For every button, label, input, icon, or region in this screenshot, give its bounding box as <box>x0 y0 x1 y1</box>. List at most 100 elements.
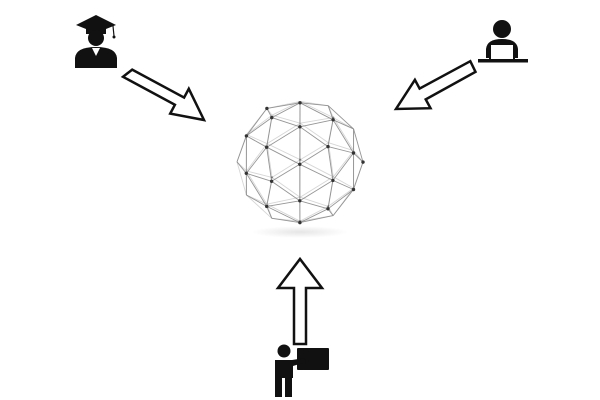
presenter-icon <box>275 344 329 397</box>
mesh-edge <box>246 143 268 172</box>
mesh-edge <box>266 146 301 165</box>
mesh-node <box>270 176 274 179</box>
graduate-student-icon <box>75 15 117 68</box>
mesh-node <box>331 178 335 183</box>
mesh-edge <box>246 172 272 182</box>
mesh-node <box>265 145 269 149</box>
mesh-edge <box>353 161 364 189</box>
mesh-edge <box>266 115 273 144</box>
mesh-edge <box>236 161 247 174</box>
mesh-edge <box>236 134 247 163</box>
mesh-edge <box>236 161 247 196</box>
mesh-edge <box>266 126 301 148</box>
mesh-edge <box>246 117 273 137</box>
mesh-node <box>299 158 302 161</box>
mesh-edge <box>271 163 301 182</box>
mesh-edge <box>353 150 364 163</box>
mesh-edge <box>332 119 354 154</box>
mesh-edge <box>266 206 273 219</box>
laptop-user-icon <box>478 20 528 63</box>
mesh-edge <box>300 100 329 107</box>
mesh-node <box>269 179 274 183</box>
mesh-edge <box>266 203 301 222</box>
mesh-edge <box>299 176 334 198</box>
mesh-edge <box>299 102 334 121</box>
mesh-edge <box>271 114 301 124</box>
mesh-edge <box>266 108 273 118</box>
mesh-node <box>332 116 335 119</box>
mesh-edge <box>299 180 334 202</box>
mesh-edge <box>266 102 301 109</box>
mesh-edge <box>266 200 300 207</box>
mesh-edge <box>236 135 247 163</box>
mesh-edge <box>245 173 268 207</box>
mesh-edge <box>332 119 354 130</box>
mesh-edge <box>246 114 273 135</box>
mesh-node <box>327 205 330 208</box>
arrow-laptop-user-to-hub <box>393 59 478 111</box>
mesh-edge <box>246 134 268 145</box>
mesh-edge <box>300 117 334 124</box>
mesh-edge <box>246 170 268 205</box>
mesh-edge <box>328 142 354 152</box>
mesh-edge <box>236 161 247 172</box>
mesh-edge <box>299 196 329 207</box>
mesh-node <box>265 106 269 111</box>
mesh-edge <box>353 152 364 163</box>
mesh-node <box>298 220 302 223</box>
mesh-edge <box>299 146 329 165</box>
mesh-edge <box>271 117 301 128</box>
mesh-edge <box>271 159 301 178</box>
globe-shadow <box>252 226 348 238</box>
mesh-edge <box>332 152 354 181</box>
mesh-node <box>361 160 365 164</box>
mesh-edge <box>246 108 268 137</box>
arrow-presenter-to-hub <box>275 256 325 346</box>
mesh-edge <box>299 215 334 224</box>
mesh-edge <box>246 170 273 178</box>
mesh-node <box>298 162 302 166</box>
mesh-edge <box>246 194 268 205</box>
mesh-edge <box>299 159 334 178</box>
mesh-node <box>326 207 330 211</box>
mesh-node <box>244 134 249 138</box>
mesh-edge <box>333 117 354 130</box>
mesh-node <box>298 125 302 129</box>
mesh-edge <box>299 163 334 181</box>
mesh-edge <box>332 117 355 151</box>
mesh-edge <box>327 180 334 209</box>
mesh-edge <box>327 105 354 130</box>
mesh-edge <box>271 100 301 116</box>
mesh-edge <box>327 117 334 143</box>
mesh-edge <box>266 181 273 207</box>
mesh-edge <box>266 196 301 205</box>
mesh-edge <box>271 180 301 202</box>
mesh-edge <box>266 143 301 161</box>
mesh-edge <box>327 142 334 177</box>
mesh-node <box>298 220 302 225</box>
mesh-node <box>351 151 356 155</box>
mesh-edge <box>266 143 273 178</box>
mesh-edge <box>299 100 334 119</box>
mesh-edge <box>271 217 300 224</box>
mesh-node <box>351 187 356 192</box>
mesh-node <box>244 171 248 175</box>
mesh-edge <box>266 205 301 224</box>
mesh-edge <box>246 135 267 148</box>
mesh-edge <box>271 102 301 118</box>
mesh-edge <box>246 108 268 135</box>
mesh-node <box>298 199 302 203</box>
mesh-edge <box>299 206 329 222</box>
mesh-edge <box>327 146 354 154</box>
mesh-node <box>265 204 269 209</box>
mesh-edge <box>299 122 329 144</box>
mesh-edge <box>271 177 301 198</box>
mesh-edge <box>246 194 267 207</box>
mesh-edge <box>327 187 354 207</box>
mesh-edge <box>266 147 273 182</box>
mesh-edge <box>299 126 329 147</box>
mesh-edge <box>266 100 301 109</box>
mesh-edge <box>299 142 329 161</box>
mesh-edge <box>332 179 354 190</box>
